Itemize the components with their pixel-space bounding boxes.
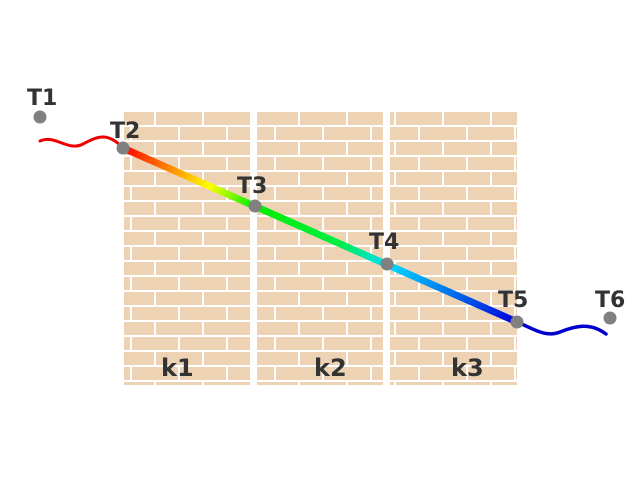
point-t4: T4 [369,230,399,271]
point-t1: T1 [27,86,57,124]
hot-side-curve [38,135,125,150]
point-t5: T5 [498,288,528,329]
cold-side-curve [515,320,608,336]
layer-label-k3: k3 [451,354,484,382]
point-t3-label: T3 [237,174,267,199]
point-t5-marker [510,315,524,329]
layer-label-k1: k1 [161,354,194,382]
point-t2-label: T2 [110,119,140,144]
wall-layer-k3 [390,112,517,385]
point-t3: T3 [237,174,267,213]
point-t2-marker [116,141,130,155]
point-t5-label: T5 [498,288,528,313]
wall-layer-k2 [257,112,383,385]
point-t1-marker [33,110,47,124]
point-t6: T6 [595,288,625,325]
point-t2: T2 [110,119,140,155]
point-t3-marker [248,199,262,213]
point-t1-label: T1 [27,86,57,111]
point-t4-label: T4 [369,230,399,255]
layer-label-k2: k2 [314,354,347,382]
wall-layer-k1 [124,112,250,385]
point-t6-label: T6 [595,288,625,313]
point-t4-marker [380,257,394,271]
temperature-gradient-line [121,144,519,326]
point-t6-marker [603,311,617,325]
